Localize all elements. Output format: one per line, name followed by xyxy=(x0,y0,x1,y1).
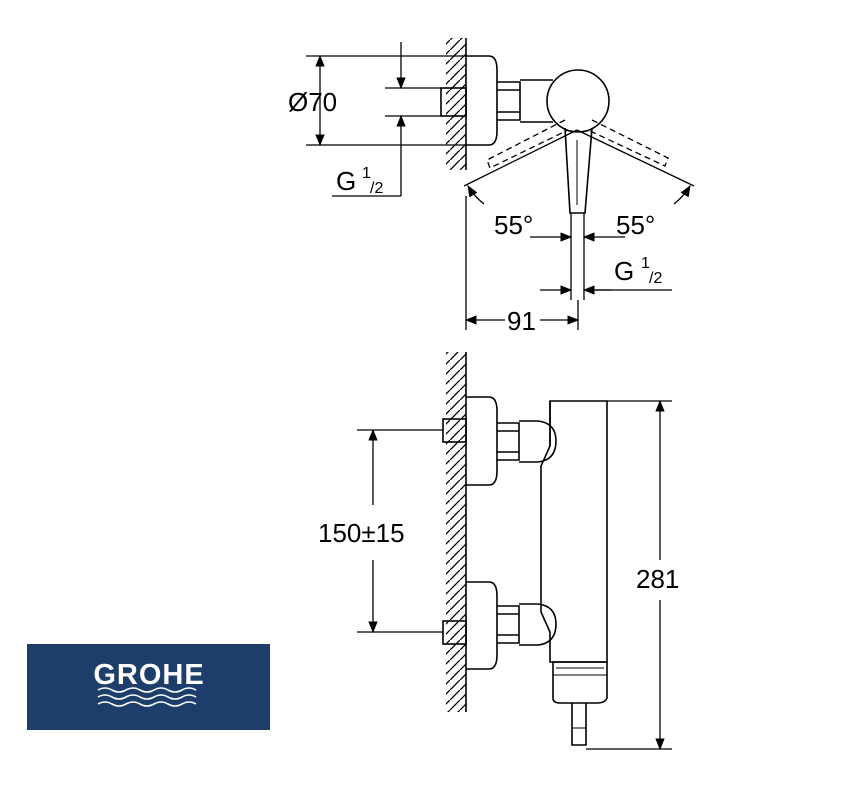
logo-text: GROHE xyxy=(93,659,204,691)
spout-swing-left xyxy=(486,119,569,169)
wall-top xyxy=(446,38,467,170)
flange-lower xyxy=(466,581,498,670)
wave-icon xyxy=(97,687,197,707)
angle-right-label: 55° xyxy=(616,210,655,240)
dimension-labels: Ø70 G 1 /2 55° 55° G 1 /2 91 150±15 281 xyxy=(288,87,679,594)
lever xyxy=(552,661,608,704)
body-circle-top xyxy=(546,69,610,133)
grohe-logo: GROHE xyxy=(27,644,270,730)
connector-top xyxy=(520,79,553,123)
mixer-body xyxy=(540,400,608,663)
height-label: 281 xyxy=(636,564,679,594)
svg-text:/2: /2 xyxy=(649,270,662,287)
svg-text:G: G xyxy=(336,166,356,196)
svg-text:1: 1 xyxy=(362,165,371,182)
spout-top xyxy=(564,127,593,214)
thread-right-label: G 1 /2 xyxy=(614,255,662,287)
top-dimensions xyxy=(306,42,695,330)
outlet-stub xyxy=(571,703,587,746)
svg-text:/2: /2 xyxy=(370,180,383,197)
thread-left-label: G 1 /2 xyxy=(336,165,383,197)
top-view xyxy=(440,38,669,214)
flange-upper xyxy=(466,396,498,486)
spout-swing-right xyxy=(587,119,669,167)
nut-lower xyxy=(497,605,520,644)
nut-top xyxy=(497,81,521,121)
angle-left-label: 55° xyxy=(494,210,533,240)
svg-text:G: G xyxy=(614,256,634,286)
svg-text:1: 1 xyxy=(641,255,650,272)
side-dimensions xyxy=(357,399,672,751)
inlet-pipe-top xyxy=(440,87,467,117)
wall-side xyxy=(446,352,467,712)
flange-top xyxy=(466,55,498,146)
diameter-label: Ø70 xyxy=(288,87,337,117)
spacing-label: 150±15 xyxy=(318,518,405,548)
depth-label: 91 xyxy=(507,306,536,336)
nut-upper xyxy=(497,422,520,461)
side-view xyxy=(442,352,608,746)
